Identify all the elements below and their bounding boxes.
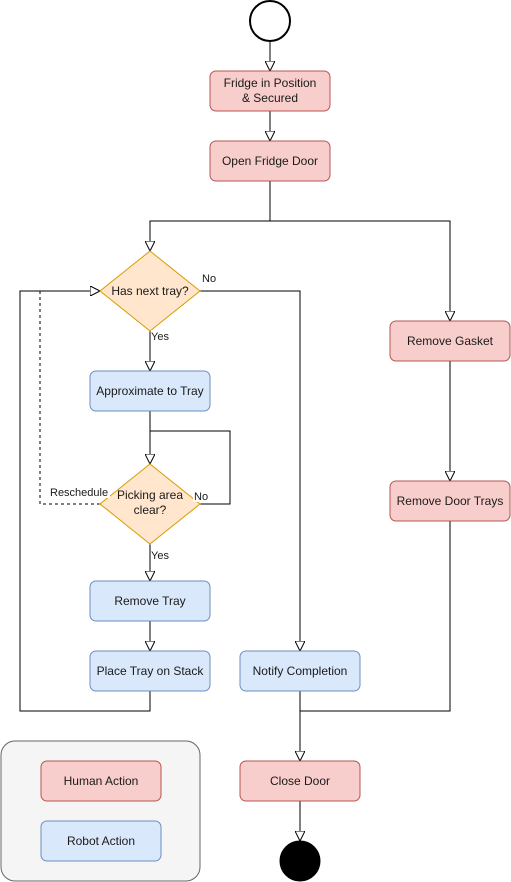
- edge-label-next-tray-yes: Yes: [151, 331, 169, 343]
- edge-label-next-tray-no: No: [202, 273, 216, 285]
- edge-split-to-gasket: [270, 220, 450, 321]
- edge-place-loop-back: [19, 291, 151, 712]
- node-approximate-to-tray: Approximate to Tray: [89, 370, 211, 412]
- edge-next-tray-no: [200, 290, 300, 651]
- node-remove-door-trays: Remove Door Trays: [389, 480, 511, 522]
- node-remove-tray-label: Remove Tray: [114, 594, 185, 608]
- edge-labels: No Yes No Yes Reschedule: [48, 272, 216, 562]
- edge-label-reschedule: Reschedule: [50, 487, 108, 499]
- edge-door-trays-to-join: [300, 521, 451, 712]
- node-fridge-in-position: Fridge in Position & Secured: [209, 70, 331, 112]
- decision-picking-area-clear-line1: Picking area: [117, 488, 183, 502]
- node-approximate-to-tray-label: Approximate to Tray: [96, 384, 203, 398]
- legend-human-action-label: Human Action: [64, 774, 139, 788]
- node-remove-door-trays-label: Remove Door Trays: [397, 494, 504, 508]
- start-node-icon: [249, 0, 291, 42]
- edge-open-door-to-split: [150, 181, 271, 251]
- legend-human-action: Human Action: [40, 760, 162, 802]
- decision-has-next-tray: Has next tray?: [99, 250, 201, 332]
- legend-robot-action: Robot Action: [40, 820, 162, 862]
- edge-picking-no-loop: [150, 430, 231, 505]
- edges: [19, 41, 451, 841]
- legend-robot-action-label: Robot Action: [67, 834, 135, 848]
- decision-picking-area-clear-line2: clear?: [134, 503, 167, 517]
- node-close-door-label: Close Door: [270, 774, 330, 788]
- node-place-tray-on-stack-label: Place Tray on Stack: [97, 664, 205, 678]
- edge-label-picking-no: No: [194, 491, 208, 503]
- node-fridge-in-position-line2: & Secured: [242, 91, 298, 105]
- node-remove-gasket-label: Remove Gasket: [407, 334, 494, 348]
- node-notify-completion-label: Notify Completion: [253, 664, 348, 678]
- node-fridge-in-position-line1: Fridge in Position: [224, 76, 317, 90]
- node-remove-tray: Remove Tray: [89, 580, 211, 622]
- edge-label-picking-yes: Yes: [151, 550, 169, 562]
- node-place-tray-on-stack: Place Tray on Stack: [89, 650, 211, 692]
- node-remove-gasket: Remove Gasket: [389, 320, 511, 362]
- node-open-fridge-door-label: Open Fridge Door: [222, 154, 318, 168]
- end-node-icon: [279, 840, 321, 882]
- node-open-fridge-door: Open Fridge Door: [209, 140, 331, 182]
- node-notify-completion: Notify Completion: [239, 650, 361, 692]
- decision-has-next-tray-label: Has next tray?: [111, 284, 189, 298]
- decision-picking-area-clear: Picking area clear?: [99, 463, 201, 545]
- node-close-door: Close Door: [239, 760, 361, 802]
- legend: Human Action Robot Action: [0, 740, 201, 882]
